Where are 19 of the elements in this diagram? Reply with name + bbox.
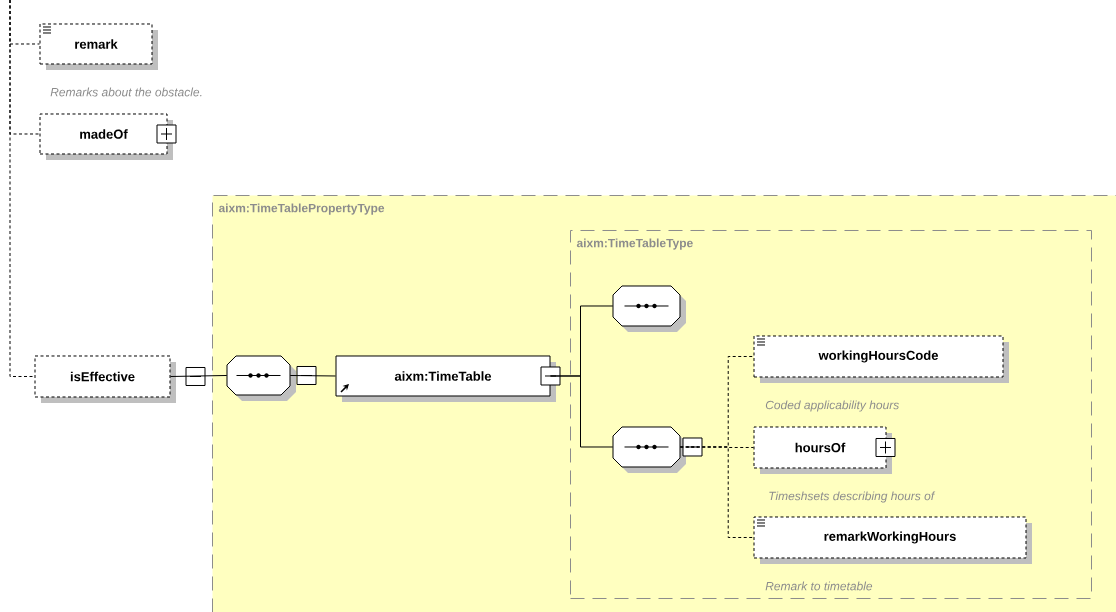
element-box: remark: [39, 23, 158, 70]
connector: [550, 375, 614, 448]
element-box: madeOf: [39, 113, 177, 160]
sequence-node: [612, 285, 686, 332]
connector: [9, 0, 35, 377]
sequence-node: [612, 426, 703, 473]
description-text: Timeshsets describing hours of: [769, 491, 936, 503]
element-box: aixm:TimeTable: [335, 355, 561, 402]
element-box: isEffective: [34, 355, 206, 403]
description-text: Remark to timetable: [765, 581, 873, 591]
connector: [679, 446, 754, 538]
description-text: Coded applicability hours: [765, 400, 899, 412]
element-box: workingHoursCode: [753, 335, 1009, 383]
element-box: hoursOf: [753, 426, 896, 474]
element-box: remarkWorkingHours: [753, 516, 1032, 564]
connector: [289, 375, 336, 377]
description-text: Remarks about the obstacle.: [50, 87, 202, 97]
sequence-node: [226, 355, 317, 401]
connector: [170, 375, 228, 377]
